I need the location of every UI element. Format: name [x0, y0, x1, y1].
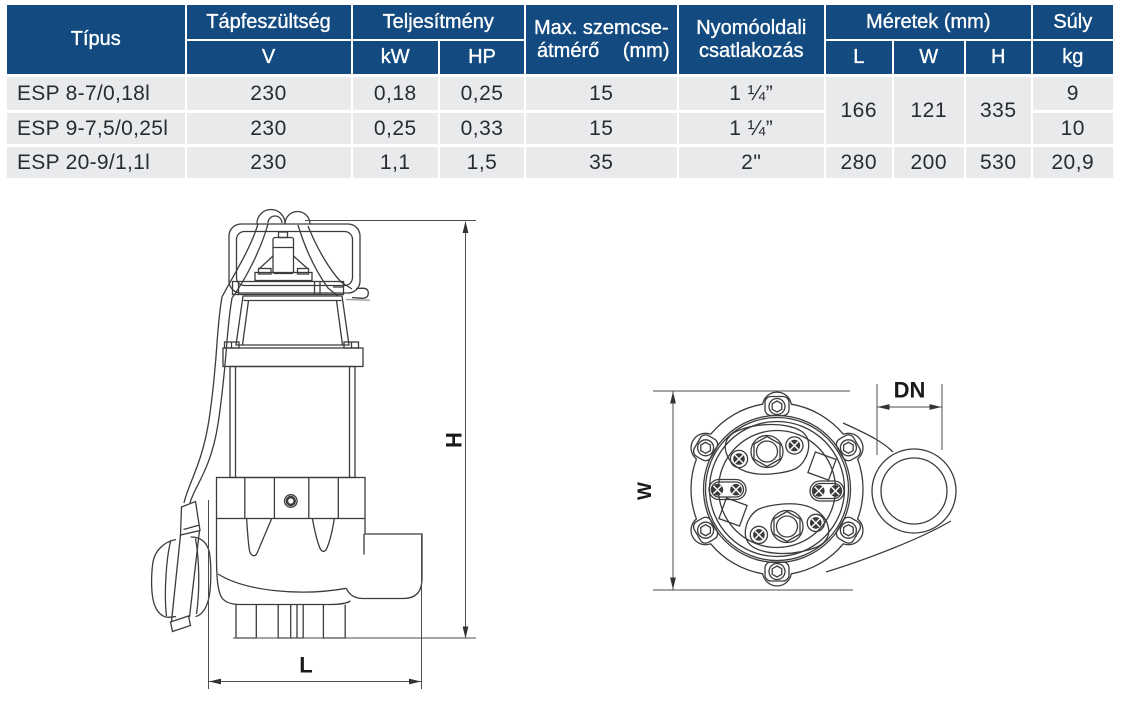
svg-text:L: L [299, 653, 312, 678]
svg-text:DN: DN [894, 378, 926, 403]
svg-text:H: H [442, 432, 467, 448]
svg-text:W: W [635, 482, 656, 500]
